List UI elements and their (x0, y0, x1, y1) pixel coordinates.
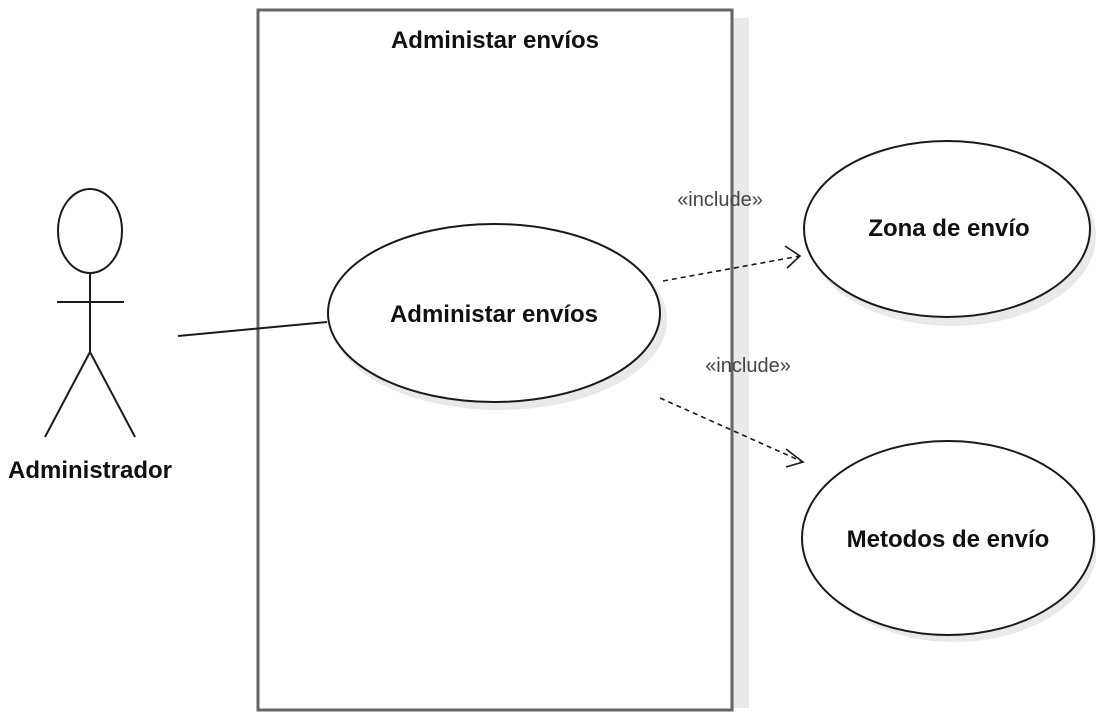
use-case-main-label: Administar envíos (390, 301, 598, 328)
association-line[interactable] (177, 321, 328, 337)
include-zona-arrowhead (784, 245, 802, 269)
include-relation-metodos[interactable]: «include» (659, 355, 805, 468)
actor-administrador[interactable]: Administrador (8, 188, 172, 484)
use-case-metodos-ellipse (801, 440, 1095, 636)
include-metodos-label: «include» (705, 355, 791, 377)
use-case-zona-de-envio[interactable]: Zona de envío (803, 140, 1096, 326)
include-metodos-arrowhead (785, 448, 805, 468)
actor-head (57, 188, 123, 274)
include-metodos-line (659, 397, 804, 463)
use-case-main-ellipse (327, 223, 661, 403)
actor-label: Administrador (8, 457, 172, 484)
include-relation-zona[interactable]: «include» (662, 189, 802, 282)
include-zona-label: «include» (677, 189, 763, 211)
use-case-zona-label: Zona de envío (868, 215, 1029, 242)
use-case-metodos-label: Metodos de envío (847, 526, 1050, 553)
use-case-zona-ellipse (803, 140, 1091, 318)
actor-left-leg (44, 351, 91, 438)
system-boundary-title: Administar envíos (391, 27, 599, 54)
actor-right-leg (89, 351, 136, 438)
use-case-administar-envios[interactable]: Administar envíos (327, 223, 667, 410)
use-case-metodos-de-envio[interactable]: Metodos de envío (801, 440, 1096, 642)
